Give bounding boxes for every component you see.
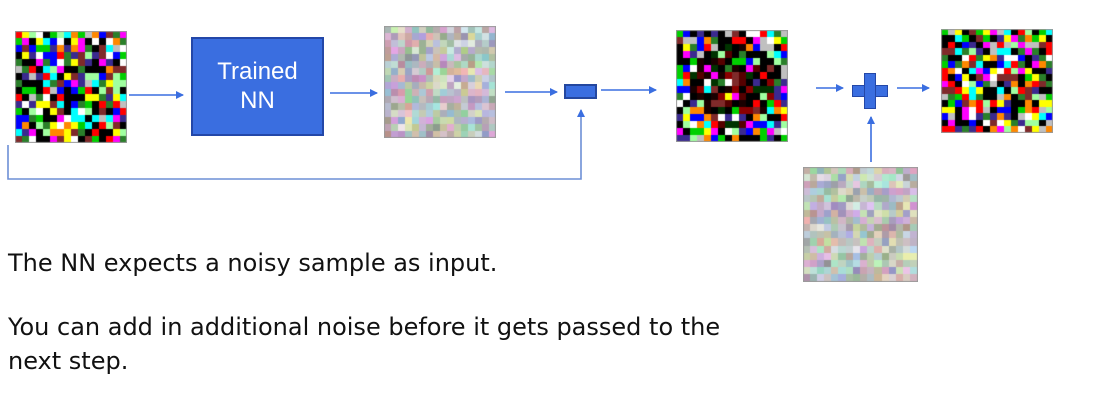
subtract-junction-node <box>564 84 597 99</box>
trained-nn-label-line1: Trained <box>217 57 298 85</box>
output-sample-image <box>941 29 1053 133</box>
predicted-noise-image <box>384 26 496 138</box>
caption-additional-noise: You can add in additional noise before i… <box>8 313 721 375</box>
denoised-sample-image <box>676 30 788 142</box>
input-noisy-sample-image <box>15 31 127 143</box>
trained-nn-box: Trained NN <box>191 37 324 136</box>
plus-icon <box>852 73 888 109</box>
trained-nn-label-line2: NN <box>240 86 275 114</box>
caption-noisy-input: The NN expects a noisy sample as input. <box>8 249 498 277</box>
additional-noise-image <box>803 167 918 282</box>
